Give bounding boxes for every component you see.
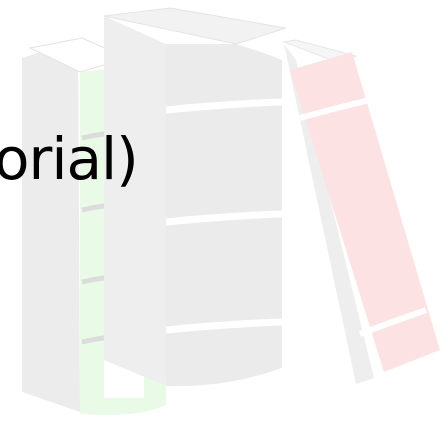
red-book-band (358, 307, 427, 337)
middle-book-band (165, 98, 283, 114)
red-book-side (284, 44, 374, 384)
middle-book-top (103, 7, 287, 45)
slide-title-fragment: orial) (0, 125, 139, 193)
middle-book-band (165, 318, 283, 334)
red-book-band (299, 97, 371, 121)
middle-book-side (104, 16, 166, 386)
red-book-spine (290, 52, 440, 372)
left-book-cover (22, 40, 80, 412)
middle-book-band (165, 210, 283, 226)
